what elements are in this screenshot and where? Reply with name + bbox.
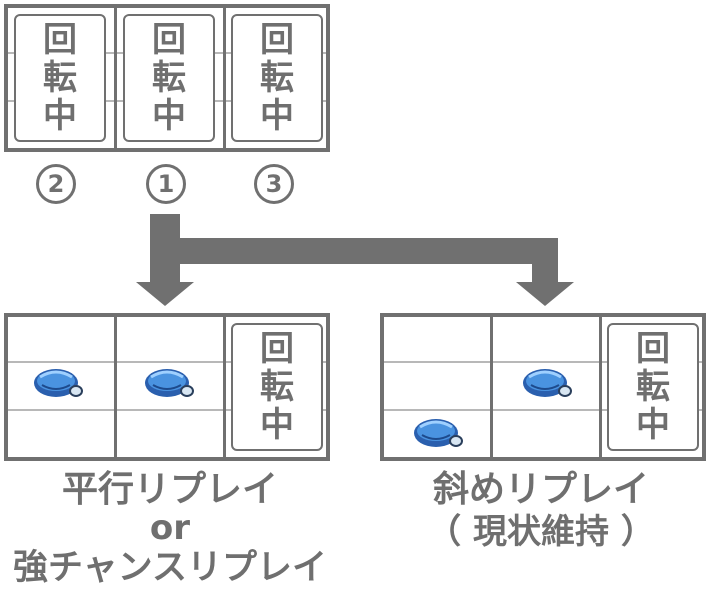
spinning-char: 中 xyxy=(636,405,670,445)
spinning-card: 回 転 中 xyxy=(14,14,106,142)
left-outcome-line1: 平行リプレイ xyxy=(61,469,278,510)
reel-row-line xyxy=(384,409,702,411)
spinning-char: 中 xyxy=(43,96,77,136)
left-outcome-label: 平行リプレイ or 強チャンスリプレイ xyxy=(0,470,340,590)
spinning-char: 回 xyxy=(152,20,186,60)
stop-order-left: 2 xyxy=(36,164,76,204)
down-arrow-icon xyxy=(136,282,194,306)
spinning-card: 回 転 中 xyxy=(123,14,215,142)
reel-left: 回 転 中 xyxy=(8,8,114,148)
reel-right: 回 転 中 xyxy=(599,317,702,457)
reel-row-line xyxy=(8,361,326,363)
spinning-char: 転 xyxy=(636,367,670,407)
spinning-char: 転 xyxy=(260,58,294,98)
down-arrow-icon xyxy=(516,282,574,306)
replay-symbol-icon xyxy=(414,419,463,447)
left-outcome-line3: 強チャンスリプレイ xyxy=(13,548,327,588)
left-outcome-reels: 回 転 中 xyxy=(4,313,330,461)
replay-symbol-icon xyxy=(523,369,572,397)
left-outcome-line2: or xyxy=(149,508,191,548)
spinning-char: 転 xyxy=(152,58,186,98)
stop-order-center: 1 xyxy=(146,164,186,204)
right-outcome-line2: （ 現状維持 ） xyxy=(427,512,655,552)
spinning-card: 回 転 中 xyxy=(231,323,323,451)
reel-center xyxy=(114,317,223,457)
reel-row-line xyxy=(384,361,702,363)
reel-left xyxy=(8,317,114,457)
spinning-char: 転 xyxy=(43,58,77,98)
right-outcome-line1: 斜めリプレイ xyxy=(432,469,649,510)
reel-left xyxy=(384,317,490,457)
reel-right: 回 転 中 xyxy=(223,8,326,148)
reel-row-line xyxy=(8,409,326,411)
reel-center: 回 転 中 xyxy=(114,8,223,148)
stop-order-right: 3 xyxy=(254,164,294,204)
right-outcome-label: 斜めリプレイ （ 現状維持 ） xyxy=(376,470,706,554)
spinning-char: 回 xyxy=(260,329,294,369)
spinning-card: 回 転 中 xyxy=(607,323,699,451)
spinning-char: 回 xyxy=(260,20,294,60)
arrow-right-stem xyxy=(532,238,558,284)
top-reels: 回 転 中 回 転 中 回 転 中 xyxy=(4,4,330,152)
spinning-char: 回 xyxy=(636,329,670,369)
spinning-card: 回 転 中 xyxy=(231,14,323,142)
spinning-char: 中 xyxy=(260,405,294,445)
spinning-char: 回 xyxy=(43,20,77,60)
replay-symbol-icon xyxy=(34,369,83,397)
arrow-horizontal-bar xyxy=(150,238,558,264)
spinning-char: 転 xyxy=(260,367,294,407)
right-outcome-reels: 回 転 中 xyxy=(380,313,706,461)
reel-right: 回 転 中 xyxy=(223,317,326,457)
replay-symbol-icon xyxy=(145,369,194,397)
reel-center xyxy=(490,317,599,457)
spinning-char: 中 xyxy=(260,96,294,136)
spinning-char: 中 xyxy=(152,96,186,136)
